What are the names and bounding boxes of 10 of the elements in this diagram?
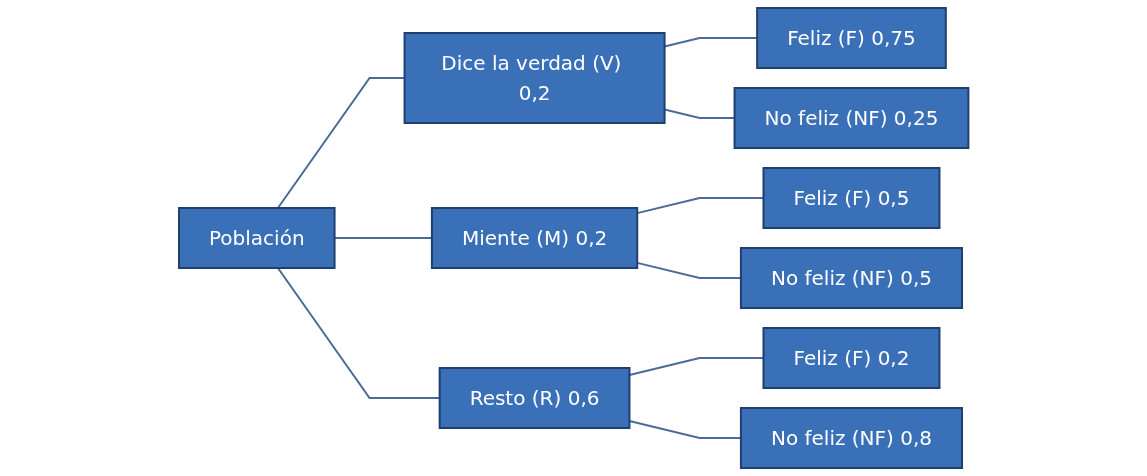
node-box: No feliz (NF) 0,25 <box>733 87 970 149</box>
node-box: Feliz (F) 0,75 <box>755 7 947 69</box>
node-box: No feliz (NF) 0,5 <box>739 247 963 309</box>
node-box: Dice la verdad (V) 0,2 <box>403 32 666 124</box>
node-box: Población <box>177 207 336 269</box>
node-box: No feliz (NF) 0,8 <box>739 407 963 469</box>
node-box: Miente (M) 0,2 <box>430 207 638 269</box>
node-box: Feliz (F) 0,5 <box>762 167 941 229</box>
node-box: Feliz (F) 0,2 <box>762 327 941 389</box>
node-box: Resto (R) 0,6 <box>438 367 631 429</box>
